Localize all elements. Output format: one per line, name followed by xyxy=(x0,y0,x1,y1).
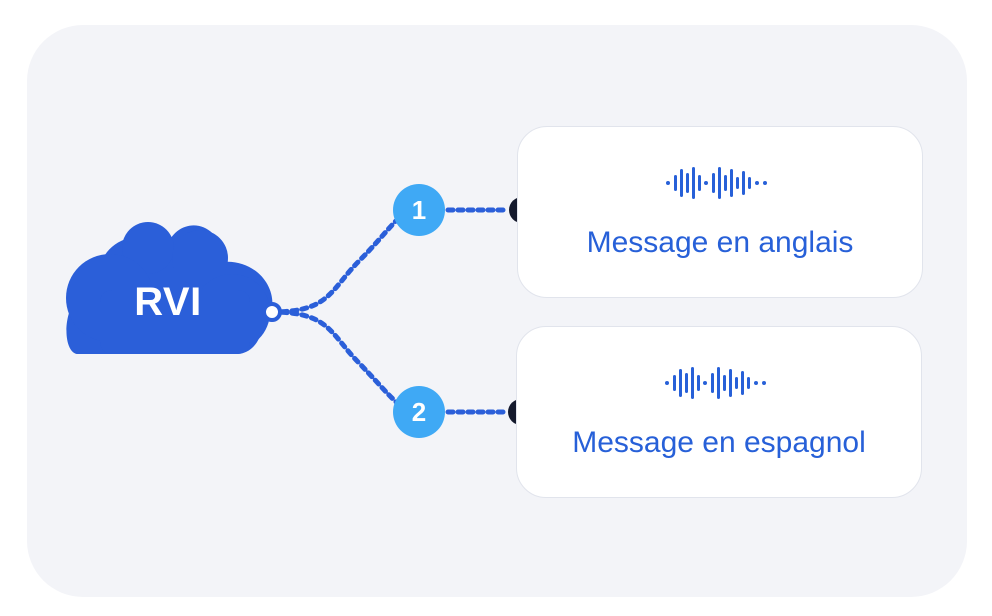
audio-wave-icon xyxy=(665,367,766,399)
audio-wave-icon xyxy=(666,167,767,199)
message-label-spanish: Message en espagnol xyxy=(572,426,866,459)
connector-branch-1 xyxy=(269,207,413,315)
cloud-icon xyxy=(66,222,273,354)
branch-number-badge-2: 2 xyxy=(393,386,445,438)
connector-start-node xyxy=(262,302,282,322)
branch-number-badge-1: 1 xyxy=(393,184,445,236)
message-label-english: Message en anglais xyxy=(586,226,854,259)
connector-branch-2 xyxy=(269,309,413,415)
message-card-english: Message en anglais xyxy=(517,126,923,298)
source-label: RVI xyxy=(134,280,202,324)
message-card-spanish: Message en espagnol xyxy=(516,326,922,498)
